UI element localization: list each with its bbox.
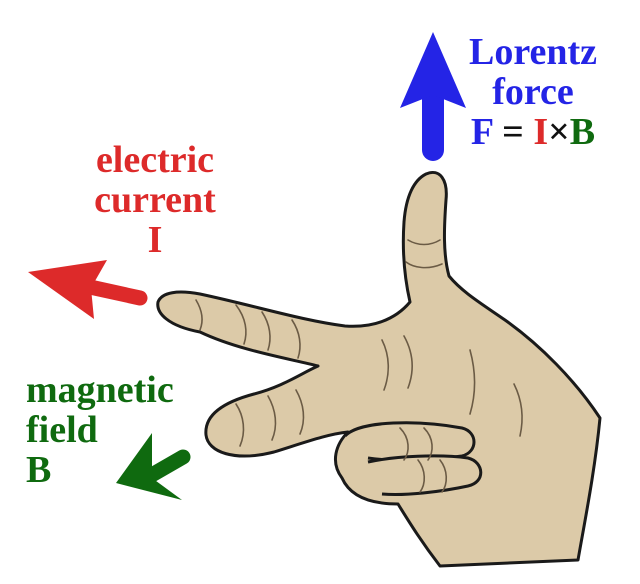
field-label-line1: magnetic <box>26 369 174 411</box>
current-symbol: I <box>147 219 163 261</box>
current-arrow-head <box>28 260 107 319</box>
current-label: electric current I <box>70 140 240 260</box>
current-label-line1: electric <box>95 139 215 181</box>
hand-outline <box>156 171 602 568</box>
field-arrow-head <box>116 433 182 500</box>
skin-creases <box>195 239 523 493</box>
formula-equals: = <box>492 111 534 153</box>
formula-f: F <box>470 111 493 153</box>
formula-cross: × <box>548 111 570 153</box>
formula-b: B <box>569 111 596 153</box>
force-label-line1: Lorentz <box>468 31 598 73</box>
force-arrow-head <box>400 32 466 108</box>
force-label-line2: force <box>492 71 574 113</box>
field-arrow <box>116 433 191 500</box>
field-symbol: B <box>26 449 52 491</box>
current-arrow <box>28 260 148 319</box>
force-formula: F = I×B <box>468 112 598 152</box>
field-label: magnetic field B <box>26 370 226 490</box>
formula-i: I <box>533 111 549 153</box>
hand <box>156 171 602 568</box>
current-arrow-shaft <box>82 279 148 306</box>
field-arrow-shaft <box>142 449 191 484</box>
force-arrow <box>400 32 466 161</box>
force-label: Lorentz force F = I×B <box>468 32 598 152</box>
current-label-line2: current <box>94 179 216 221</box>
field-label-line2: field <box>26 409 98 451</box>
